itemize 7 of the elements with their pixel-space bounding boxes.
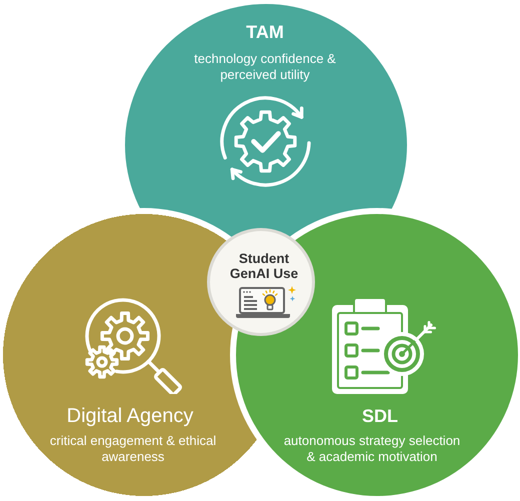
circle-title: Digital Agency bbox=[66, 404, 194, 428]
center-label: Student GenAI Use bbox=[228, 251, 300, 281]
circle-description: autonomous strategy selection & academic motivation bbox=[282, 433, 462, 465]
circle-title: TAM bbox=[245, 21, 285, 43]
circle-title: SDL bbox=[361, 405, 399, 427]
circle-description: critical engagement & ethical awareness bbox=[48, 433, 218, 465]
circle-description: technology confidence & perceived utility bbox=[193, 51, 337, 83]
